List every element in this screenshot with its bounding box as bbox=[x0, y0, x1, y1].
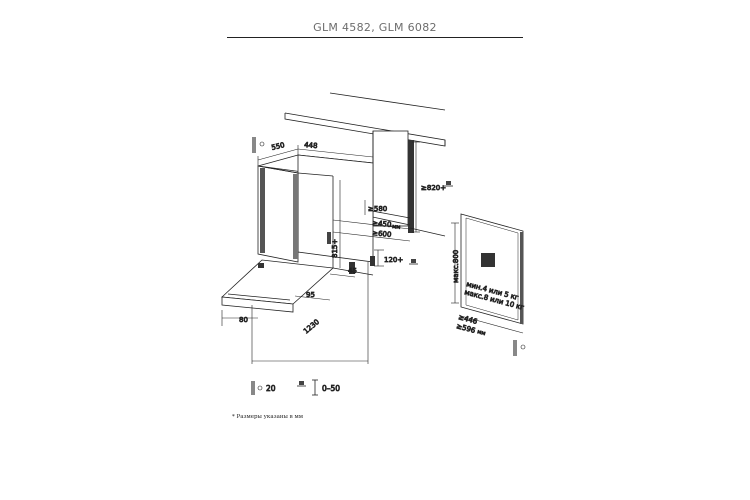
title-rule bbox=[227, 37, 523, 38]
dim-80: 80 bbox=[239, 316, 248, 324]
diagram-title: GLM 4582, GLM 6082 bbox=[313, 21, 437, 34]
dishwasher-body bbox=[257, 154, 374, 268]
countertop bbox=[284, 92, 446, 147]
dimension-lines bbox=[221, 141, 420, 364]
dim-panel-height: макс.800 bbox=[452, 250, 460, 283]
dim-550: 550 bbox=[271, 141, 286, 152]
dim-820: ≥820+ bbox=[421, 184, 446, 192]
dim-448: 448 bbox=[304, 141, 318, 150]
dim-596-unit: мм bbox=[476, 329, 486, 337]
dim-580: ≥580 bbox=[368, 205, 387, 213]
weight-icon bbox=[481, 253, 495, 267]
legend-value-2: 0–50 bbox=[322, 384, 340, 393]
dim-1230: 1230 bbox=[302, 318, 321, 336]
dim-600: ≥600 bbox=[372, 229, 392, 239]
screw-icon-top bbox=[252, 137, 265, 153]
legend-value-1: 20 bbox=[266, 384, 276, 393]
dim-815: 815+ bbox=[331, 239, 339, 258]
dim-95: 95 bbox=[306, 291, 315, 299]
decor-panel bbox=[451, 213, 524, 334]
dim-450-unit: мм bbox=[392, 224, 401, 231]
dim-45: 45 bbox=[348, 267, 357, 275]
level-icon-right bbox=[444, 181, 453, 187]
legend-item-2: 0–50 bbox=[297, 379, 341, 396]
legend-item-1: 20 bbox=[251, 381, 276, 395]
level-icon-mid bbox=[409, 259, 418, 265]
base-legs bbox=[332, 256, 375, 276]
niche-wall bbox=[339, 130, 446, 237]
screw-icon-bottom bbox=[513, 340, 526, 356]
footnote: * Размеры указаны в мм bbox=[232, 414, 304, 420]
level-icon bbox=[299, 381, 304, 385]
dim-450: ≥450 bbox=[372, 219, 392, 229]
dishwasher-door bbox=[221, 259, 334, 313]
screw-icon bbox=[251, 381, 255, 395]
dim-120: 120+ bbox=[384, 256, 403, 264]
